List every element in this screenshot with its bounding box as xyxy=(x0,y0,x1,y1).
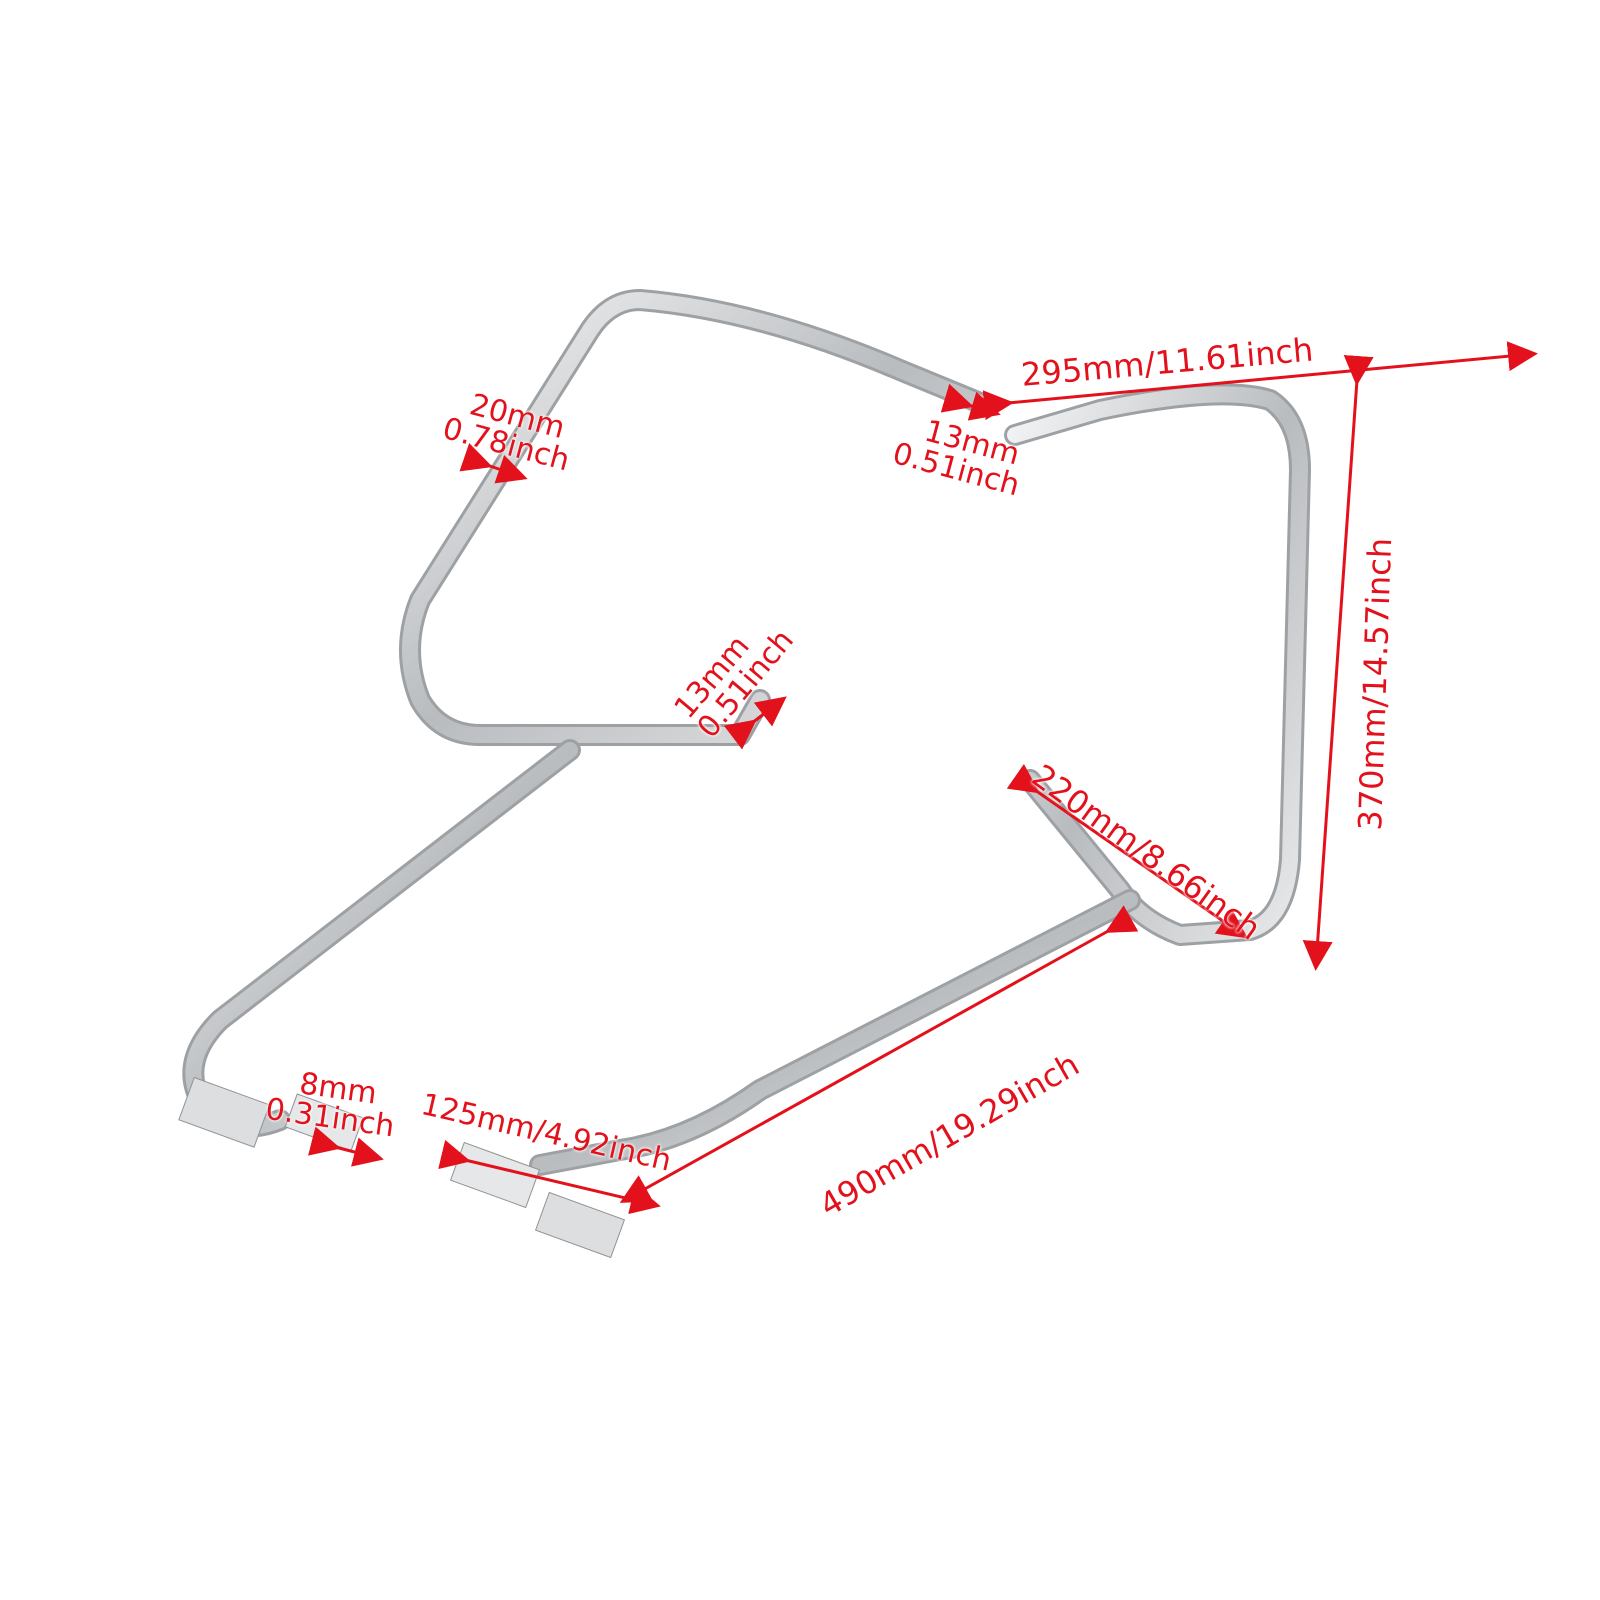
dimension-lines xyxy=(308,341,1538,1215)
dim-height-label: 370mm/14.57inch xyxy=(1351,537,1400,832)
left-rail xyxy=(178,289,996,1152)
